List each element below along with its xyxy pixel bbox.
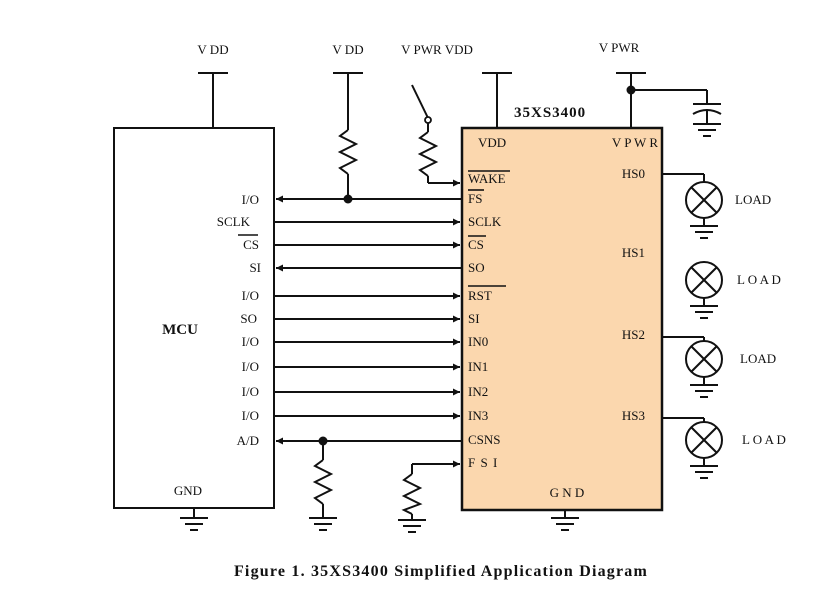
mcu-gnd-label: GND [174,483,202,498]
chip-pin-fs: FS [468,191,482,206]
chip-vpwr-supply [616,72,722,137]
mcu-pin-cs: CS [243,237,259,252]
chip-out-hs1: HS1 [622,245,645,260]
mcu-ground-symbol [180,508,208,531]
mcu-pin-io-2: I/O [242,288,259,303]
csns-resistor [309,436,337,531]
fs-pullup-resistor [333,72,363,204]
chip-pin-wake: WAKE [468,171,506,186]
load-label-4: L O A D [742,432,786,447]
chip-out-hs3: HS3 [622,408,645,423]
chip-out-hs0: HS0 [622,166,645,181]
chip-pin-in1: IN1 [468,359,488,374]
vdd-mid-label: V DD [332,42,363,57]
chip-pin-in3: IN3 [468,408,488,423]
chip-pin-in2: IN2 [468,384,488,399]
chip-name: 35XS3400 [514,105,586,121]
mcu-pin-io-3: I/O [242,334,259,349]
load-label-1: LOAD [735,192,771,207]
chip-pin-rst: RST [468,288,492,303]
figure-caption: Figure 1. 35XS3400 Simplified Applicatio… [234,563,648,580]
mcu-pin-ad: A/D [237,433,259,448]
mcu-pin-io-6: I/O [242,408,259,423]
chip-vpwr-label: V P W R [612,135,658,150]
mcu-pin-io-5: I/O [242,384,259,399]
chip-vdd-supply [482,72,512,128]
vpwr-vdd-label: V PWR VDD [401,42,473,57]
load-hs0 [662,173,723,239]
load-hs2 [662,336,723,398]
chip-pin-si: SI [468,311,480,326]
load-label-2: L O A D [737,272,781,287]
capacitor-bottom-plate [692,109,722,115]
chip-pin-in0: IN0 [468,334,488,349]
load-hs1 [685,261,723,319]
fsi-resistor [398,460,460,533]
mcu-pin-io-1: I/O [242,192,259,207]
mcu-block [113,127,275,509]
mcu-label: MCU [162,322,198,338]
vpwr-label: V PWR [599,40,640,55]
mcu-pin-so: SO [240,311,257,326]
load-label-3: LOAD [740,351,776,366]
chip-pin-csns: CSNS [468,432,501,447]
chip-pin-cs: CS [468,237,484,252]
chip-vdd-label: VDD [478,135,506,150]
chip-pin-sclk: SCLK [468,214,502,229]
signal-bus [274,195,462,445]
chip-gnd-label: G N D [550,485,585,500]
mcu-pin-sclk: SCLK [217,214,251,229]
load-hs3 [662,417,723,479]
wake-switch [411,84,460,187]
chip-ground-symbol [551,510,579,531]
mcu-pin-io-4: I/O [242,359,259,374]
chip-block [460,126,664,512]
chip-out-hs2: HS2 [622,327,645,342]
chip-pin-fsi: F S I [468,455,498,470]
chip-pin-so: SO [468,260,485,275]
vdd-left-label: V DD [197,42,228,57]
mcu-pin-si: SI [249,260,261,275]
